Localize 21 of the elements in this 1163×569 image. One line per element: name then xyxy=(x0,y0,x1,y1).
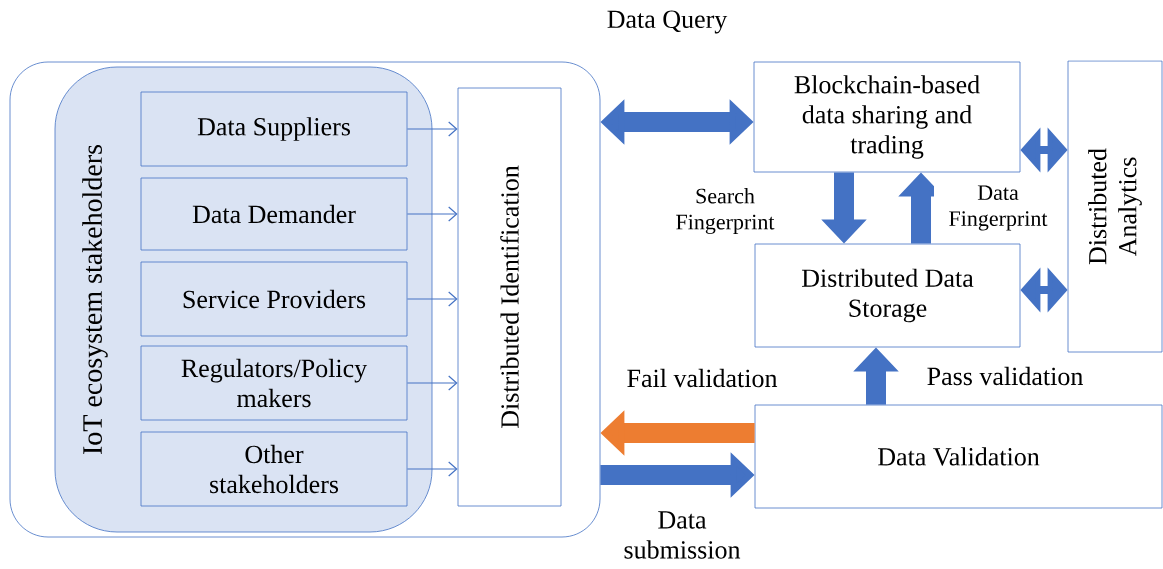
role-box: Data Suppliers xyxy=(140,91,408,167)
arrow xyxy=(406,121,458,137)
role-box: Service Providers xyxy=(140,261,408,337)
analytics-box: Distributed Analytics xyxy=(1067,60,1163,353)
role-box: Data Demander xyxy=(140,177,408,251)
arrow xyxy=(406,375,458,391)
validation-box: Data Validation xyxy=(754,404,1163,509)
process-box: Blockchain-based data sharing and trading xyxy=(753,61,1021,173)
role-box: Other stakeholders xyxy=(140,431,408,507)
arrow xyxy=(406,461,458,477)
edge-label: Data Fingerprint xyxy=(934,183,1062,233)
arrow xyxy=(406,291,458,307)
role-box: Regulators/Policy makers xyxy=(140,345,408,421)
arrow xyxy=(406,206,458,222)
edge-label: Pass validation xyxy=(924,364,1086,388)
edge-label: Fail validation xyxy=(624,366,780,390)
edge-label: Data submission xyxy=(605,509,759,561)
edge-label: Data Query xyxy=(604,8,730,36)
identification-box: Distributed Identification xyxy=(457,87,562,507)
storage-box: Distributed Data Storage xyxy=(754,243,1021,348)
edge-label: Search Fingerprint xyxy=(661,186,789,236)
